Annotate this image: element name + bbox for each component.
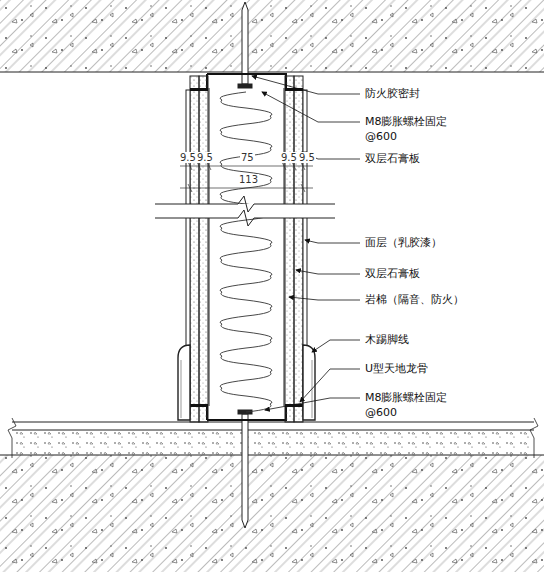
callout-label: 面层（乳胶漆） bbox=[364, 236, 443, 249]
callout-label: 双层石膏板 bbox=[364, 267, 421, 280]
callout-label: 双层石膏板 bbox=[364, 152, 421, 165]
callout-label: @600 bbox=[364, 406, 398, 419]
callout-label: 木踢脚线 bbox=[364, 333, 410, 346]
dimension-text: 9.5 bbox=[196, 152, 214, 163]
callout-label: U型天地龙骨 bbox=[364, 362, 429, 375]
callout-label: 岩棉（隔音、防火） bbox=[364, 293, 465, 306]
dimension-text: 9.5 bbox=[179, 152, 197, 163]
dimension-text: 9.5 bbox=[298, 152, 316, 163]
callout-label: M8膨胀螺栓固定 bbox=[364, 115, 449, 128]
dimension-text: 113 bbox=[238, 174, 259, 185]
callout-label: @600 bbox=[364, 130, 398, 143]
dimension-text: 75 bbox=[240, 152, 255, 163]
callout-label: M8膨胀螺栓固定 bbox=[364, 391, 449, 404]
callout-label: 防火胶密封 bbox=[364, 87, 421, 100]
dimension-text: 9.5 bbox=[280, 152, 298, 163]
